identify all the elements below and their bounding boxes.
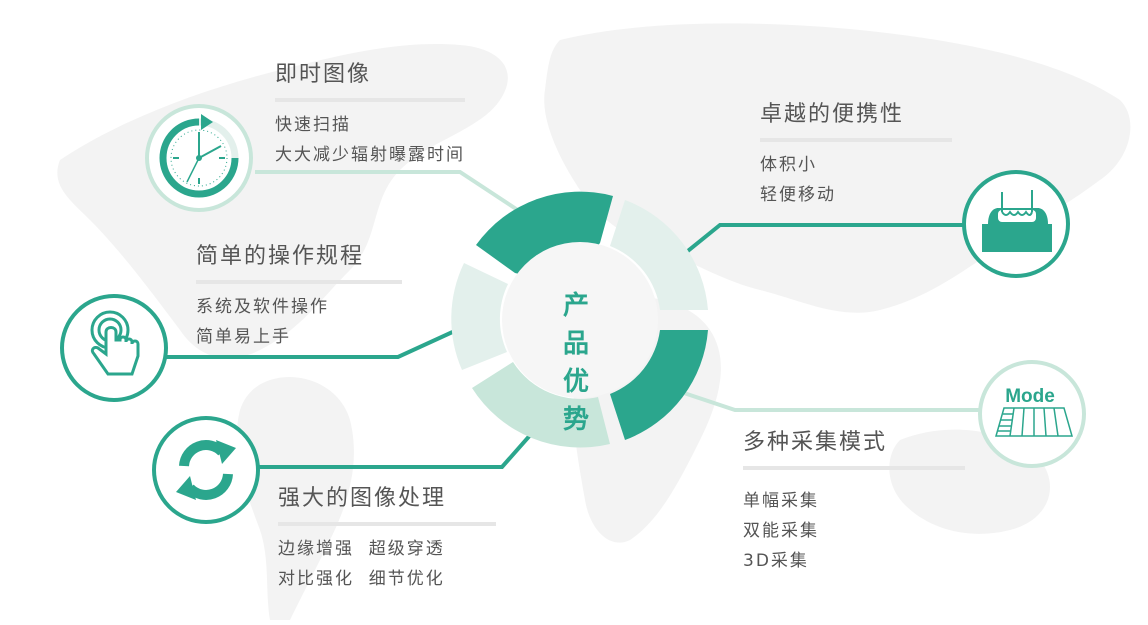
hand-carry-icon [962, 170, 1070, 278]
center-line-2: 优 势 [562, 367, 599, 435]
feature-line: 快速扫描 [275, 115, 351, 135]
center-label: 产 品 优 势 [536, 287, 626, 439]
segment-2 [610, 200, 708, 310]
feature-title: 简单的操作规程 [196, 244, 365, 269]
divider [275, 98, 465, 102]
feature-line: 轻便移动 [760, 185, 836, 205]
feature-title: 强大的图像处理 [278, 486, 447, 511]
feature-line: 边缘增强 超级穿透 [278, 539, 445, 559]
feature-title: 多种采集模式 [743, 430, 888, 455]
feature-acquisition-modes: 多种采集模式 单幅采集 双能采集 3D采集 [743, 428, 965, 576]
divider [743, 466, 965, 470]
center-line-1: 产 品 [562, 291, 599, 359]
feature-image-processing: 强大的图像处理 边缘增强 超级穿透 对比强化 细节优化 [278, 484, 496, 594]
feature-line: 双能采集 [743, 521, 819, 541]
feature-line: 对比强化 细节优化 [278, 569, 445, 589]
feature-portability: 卓越的便携性 体积小 轻便移动 [760, 100, 952, 210]
connector-image-processing [240, 422, 542, 469]
svg-text:Mode: Mode [1005, 386, 1055, 407]
feature-instant-image: 即时图像 快速扫描 大大减少辐射曝露时间 [275, 60, 465, 170]
segment-4 [472, 362, 610, 448]
feature-simple-operation: 简单的操作规程 系统及软件操作 简单易上手 [196, 242, 402, 352]
divider [760, 138, 952, 142]
mode-icon: Mode [978, 360, 1086, 468]
touch-hand-icon [60, 294, 168, 402]
connector-portability [666, 223, 965, 269]
feature-title: 卓越的便携性 [760, 102, 905, 127]
feature-line: 体积小 [760, 155, 817, 175]
segment-5 [451, 263, 508, 370]
feature-title: 即时图像 [275, 62, 372, 87]
feature-line: 简单易上手 [196, 327, 291, 347]
segment-3 [610, 330, 708, 440]
feature-line: 大大减少辐射曝露时间 [275, 145, 465, 165]
feature-line: 单幅采集 [743, 491, 819, 511]
feature-line: 3D采集 [743, 551, 809, 571]
divider [196, 280, 402, 284]
divider [278, 522, 496, 526]
connector-acquisition-modes [659, 383, 980, 412]
feature-line: 系统及软件操作 [196, 297, 329, 317]
clock-icon [145, 104, 253, 212]
donut-center [502, 242, 658, 398]
connector-simple-operation [150, 322, 471, 359]
refresh-icon [152, 416, 260, 524]
